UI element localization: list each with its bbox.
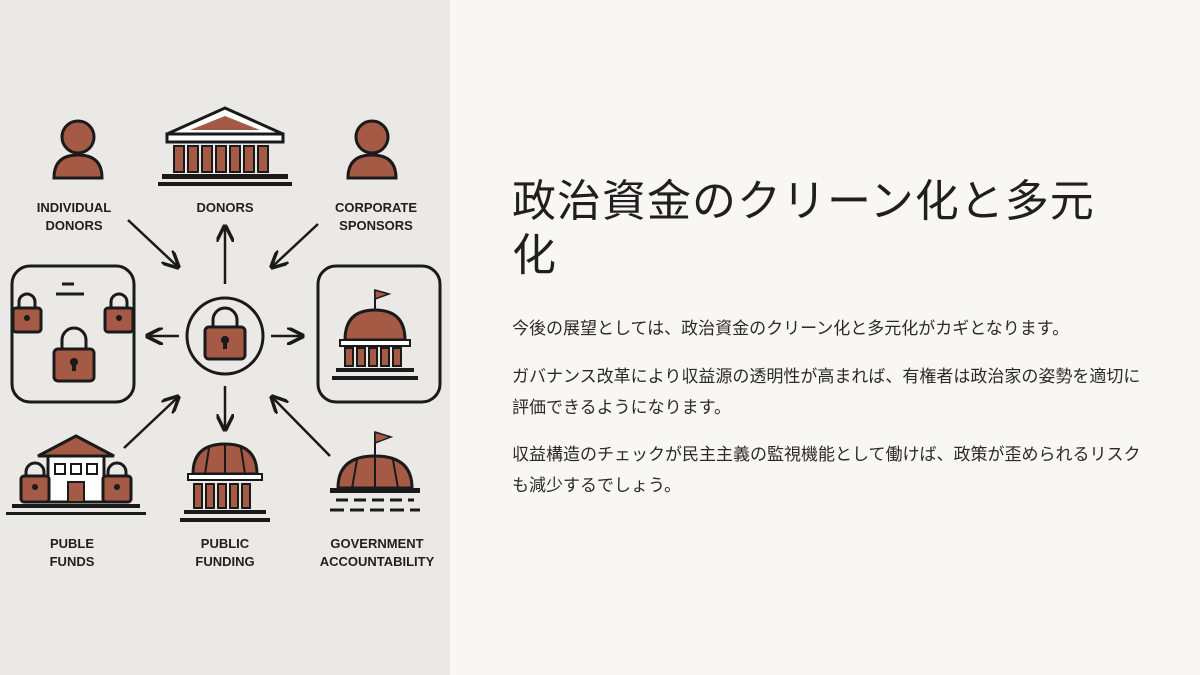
public-funding-building-icon [180, 442, 270, 522]
political-funding-diagram [6, 106, 442, 522]
locks-panel [10, 264, 136, 404]
text-panel: 政治資金のクリーン化と多元化 今後の展望としては、政治資金のクリーン化と多元化が… [450, 0, 1200, 675]
public-funds-house-icon [6, 434, 146, 515]
central-lock-icon [185, 296, 265, 376]
individual-donor-icon [52, 119, 104, 180]
padlock-icon [52, 326, 96, 383]
paragraph-governance: ガバナンス改革により収益源の透明性が高まれば、有権者は政治家の姿勢を適切に評価で… [512, 367, 1141, 418]
paragraph-monitoring: 収益構造のチェックが民主主義の監視機能として働けば、政策が歪められるリスクも減少… [512, 445, 1141, 496]
flow-arrows [123, 219, 331, 457]
government-capitol-icon [330, 430, 420, 512]
label-donors: DONORS [196, 200, 254, 215]
padlock-icon [11, 292, 43, 334]
paragraph-outlook: 今後の展望としては、政治資金のクリーン化と多元化がカギとなります。 [512, 319, 1070, 339]
capitol-panel [316, 264, 442, 404]
slide-title: 政治資金のクリーン化と多元化 [512, 176, 1095, 281]
donors-building-icon [158, 106, 292, 186]
padlock-icon [103, 292, 135, 334]
corporate-sponsor-icon [346, 119, 398, 180]
